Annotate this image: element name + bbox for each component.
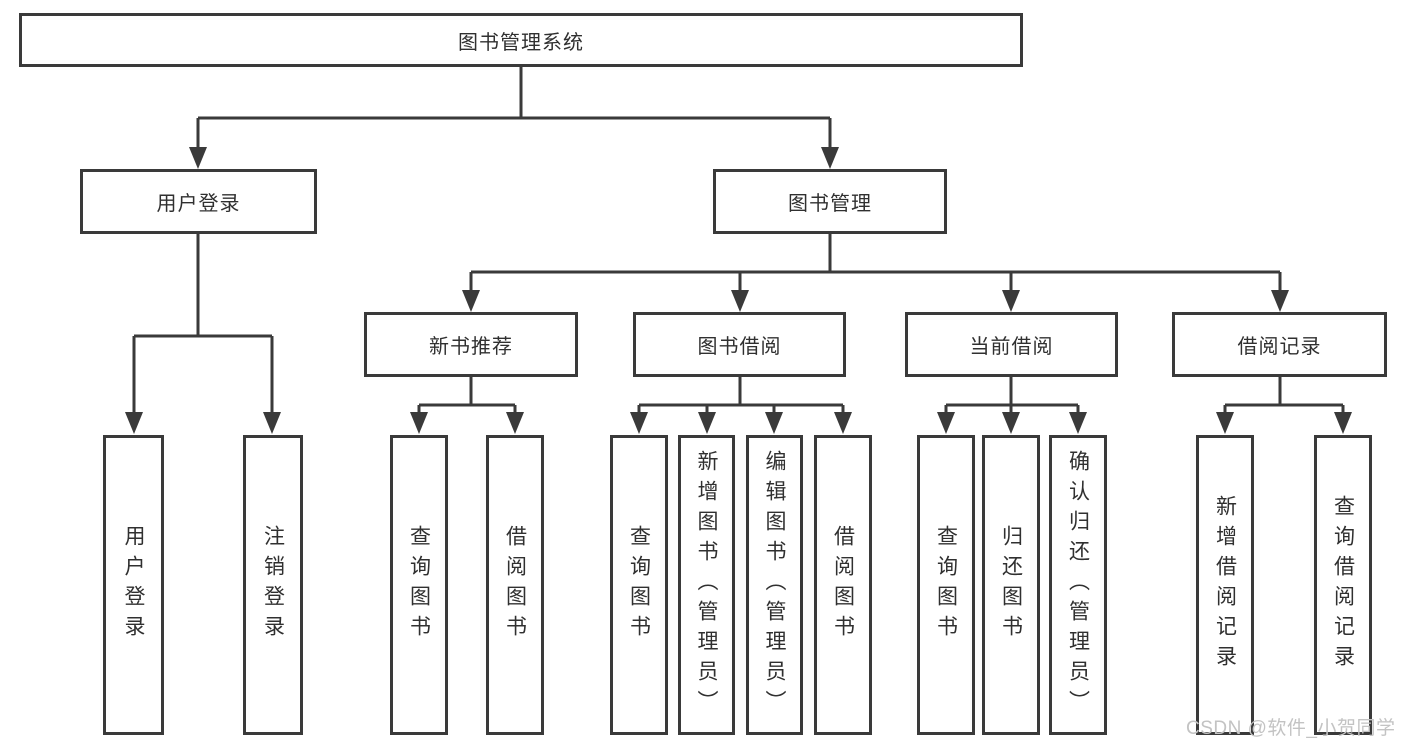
node-borrow-records: 借阅记录	[1172, 312, 1387, 377]
node-records-query-borrow-record-label: 查询借阅记录	[1331, 495, 1355, 675]
connector-recommend	[417, 377, 517, 413]
connector-current	[944, 377, 1080, 413]
connector-root	[196, 67, 832, 148]
node-current-confirm-return-admin-label: 确认归还（管理员）	[1066, 450, 1090, 720]
node-root: 图书管理系统	[19, 13, 1023, 67]
node-borrowing-borrow-books: 借阅图书	[814, 435, 872, 735]
node-user-login: 用户登录	[80, 169, 317, 234]
node-records-add-borrow-record-label: 新增借阅记录	[1213, 495, 1237, 675]
node-new-book-recommend-label: 新书推荐	[429, 336, 513, 358]
node-borrowing-add-books-admin-label: 新增图书（管理员）	[695, 450, 718, 720]
node-current-borrowing-label: 当前借阅	[969, 336, 1054, 358]
node-current-query-books: 查询图书	[917, 435, 975, 735]
connector-book-mgmt	[469, 234, 1282, 291]
node-current-return-books: 归还图书	[982, 435, 1040, 735]
node-root-label: 图书管理系统	[458, 31, 584, 54]
node-current-borrowing: 当前借阅	[905, 312, 1118, 377]
node-current-query-books-label: 查询图书	[934, 525, 958, 645]
connector-user-login	[132, 234, 274, 414]
node-borrowing-query-books: 查询图书	[610, 435, 668, 735]
node-login-user-login-label: 用户登录	[122, 525, 145, 645]
node-borrowing-query-books-label: 查询图书	[627, 525, 651, 645]
node-borrowing-borrow-books-label: 借阅图书	[831, 525, 855, 645]
node-current-return-books-label: 归还图书	[999, 525, 1023, 645]
arrowheads	[125, 147, 1352, 434]
node-records-query-borrow-record: 查询借阅记录	[1314, 435, 1372, 735]
node-book-mgmt: 图书管理	[713, 169, 947, 234]
csdn-watermark: CSDN @软件_小贺同学	[1186, 718, 1396, 739]
node-recommend-query-books: 查询图书	[390, 435, 448, 735]
node-recommend-borrow-books: 借阅图书	[486, 435, 544, 735]
node-records-add-borrow-record: 新增借阅记录	[1196, 435, 1254, 735]
connector-records	[1223, 377, 1345, 413]
node-borrow-records-label: 借阅记录	[1237, 336, 1322, 358]
connector-borrowing	[637, 377, 845, 413]
node-borrowing-edit-books-admin: 编辑图书（管理员）	[746, 435, 803, 735]
node-recommend-query-books-label: 查询图书	[407, 525, 431, 645]
node-user-login-label: 用户登录	[156, 193, 241, 215]
node-book-borrowing-label: 图书借阅	[697, 336, 782, 358]
node-login-user-login: 用户登录	[103, 435, 164, 735]
node-borrowing-edit-books-admin-label: 编辑图书（管理员）	[763, 450, 786, 720]
node-login-logout: 注销登录	[243, 435, 303, 735]
node-new-book-recommend: 新书推荐	[364, 312, 578, 377]
node-book-borrowing: 图书借阅	[633, 312, 846, 377]
node-book-mgmt-label: 图书管理	[788, 193, 872, 215]
node-login-logout-label: 注销登录	[261, 525, 285, 645]
node-recommend-borrow-books-label: 借阅图书	[503, 525, 527, 645]
node-current-confirm-return-admin: 确认归还（管理员）	[1049, 435, 1107, 735]
node-borrowing-add-books-admin: 新增图书（管理员）	[678, 435, 735, 735]
